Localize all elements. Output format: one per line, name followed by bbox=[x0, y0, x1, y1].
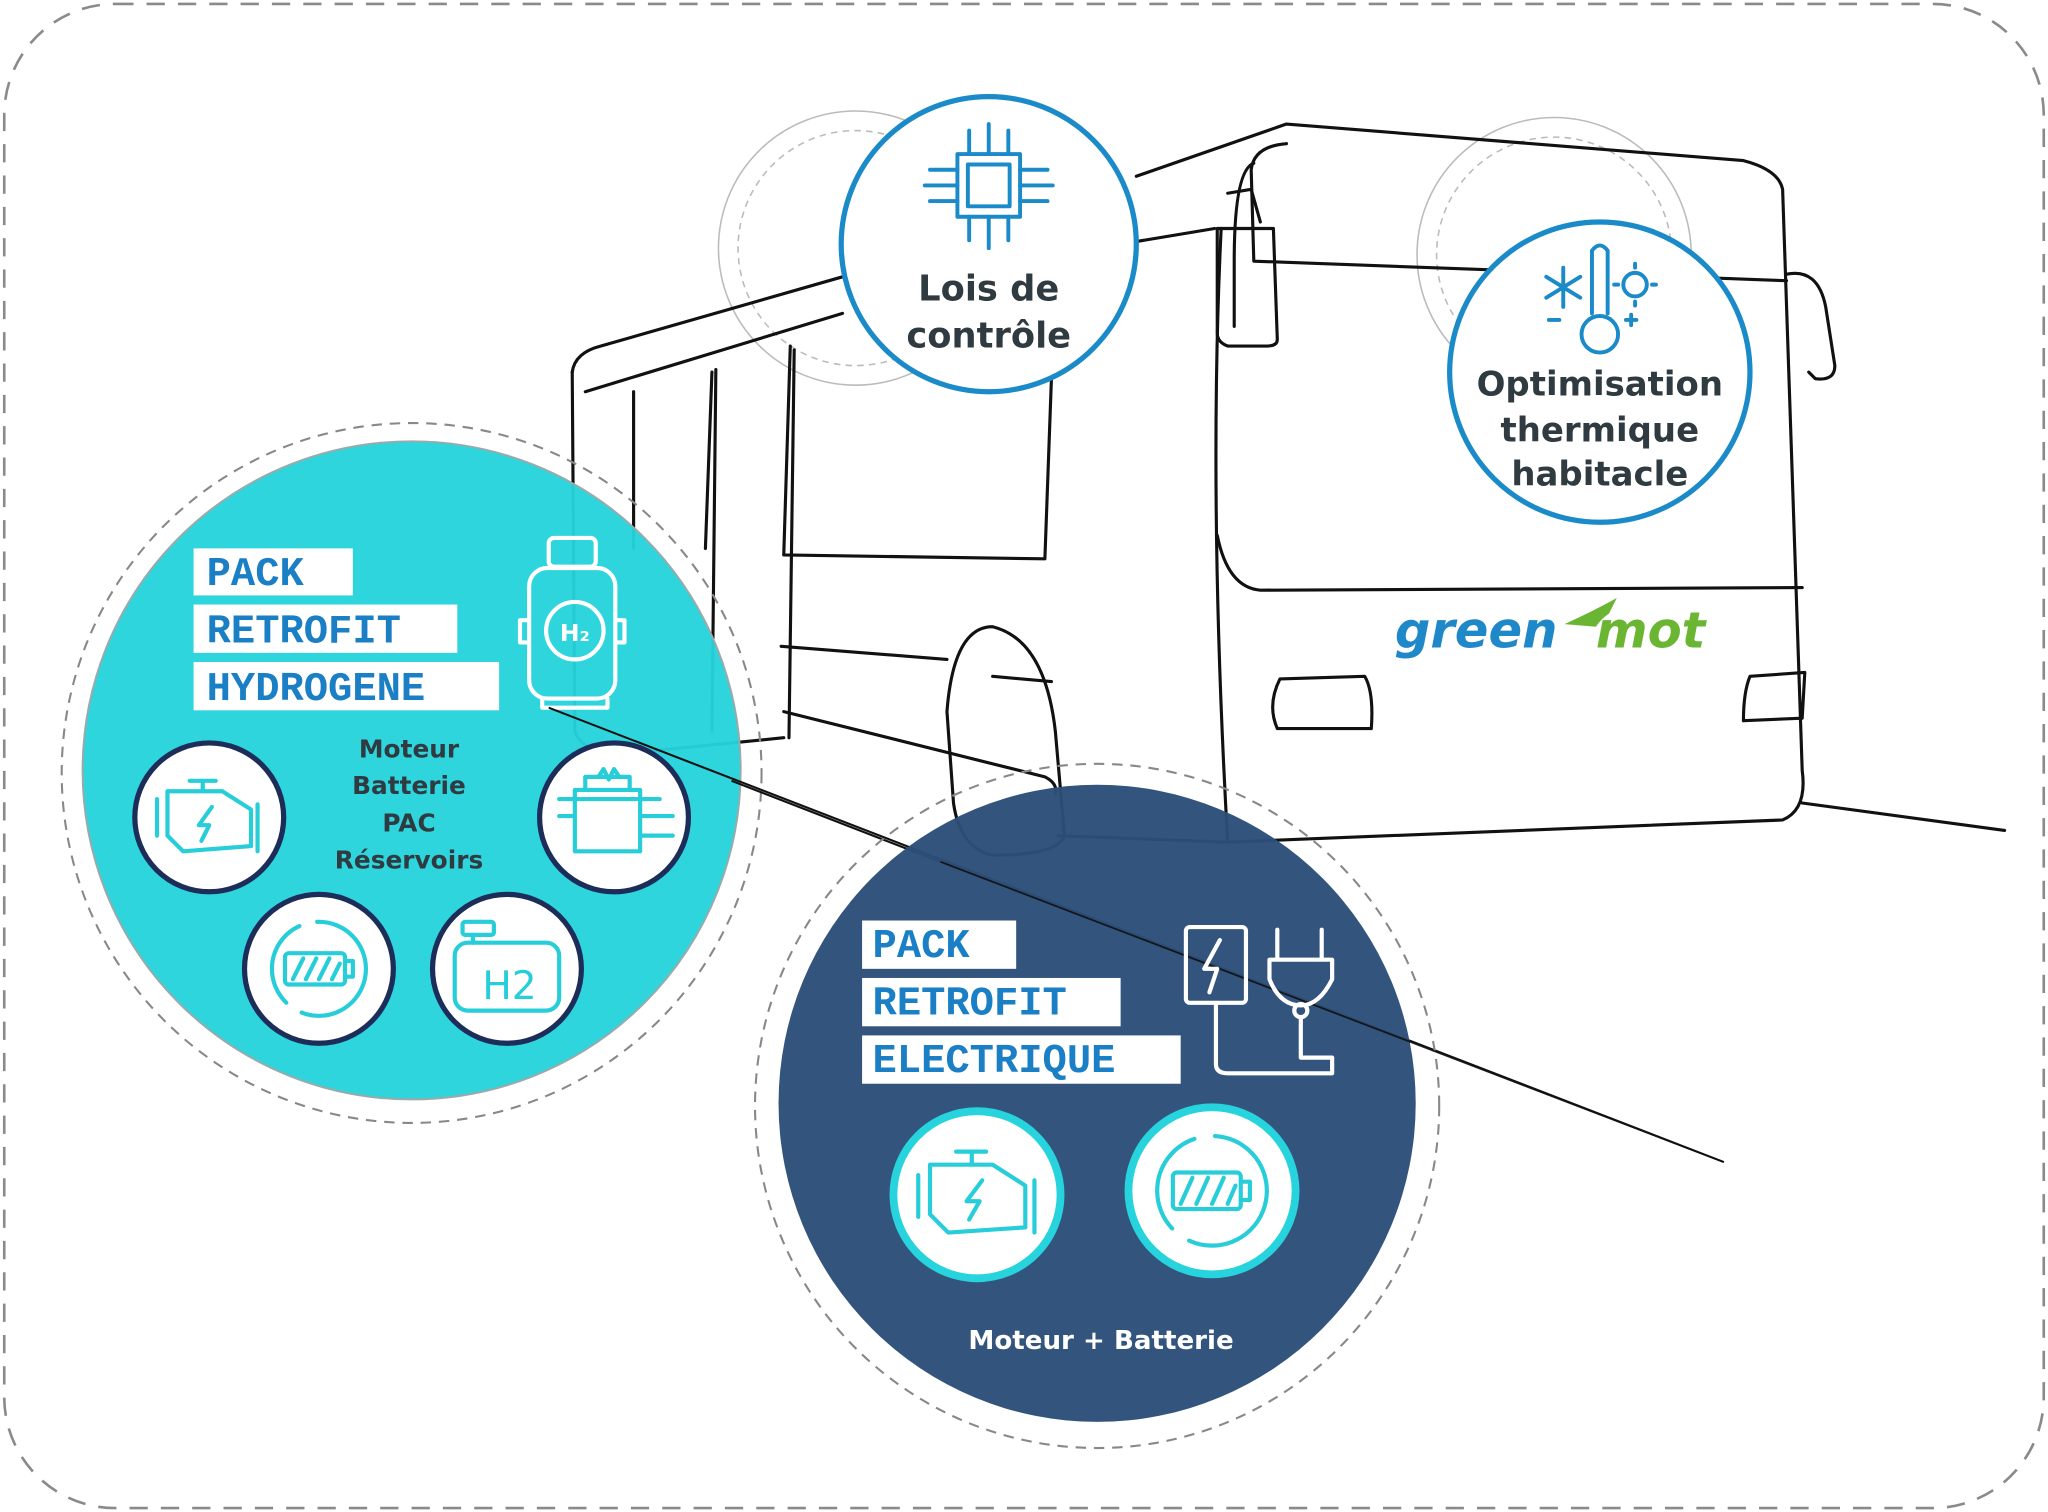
thermal-line-3: habitacle bbox=[1511, 455, 1688, 495]
charger-plug-icon bbox=[1183, 924, 1335, 1076]
title-line-pack: PACK bbox=[873, 924, 971, 970]
hydrogen-tank-icon: H₂ bbox=[517, 535, 627, 710]
title-line-retrofit: RETROFIT bbox=[873, 982, 1067, 1028]
battery-icon bbox=[241, 891, 396, 1046]
title-line-pack: PACK bbox=[207, 552, 305, 598]
thermal-optimisation-badge: Optimisation thermique habitacle bbox=[1447, 219, 1753, 525]
svg-text:H₂: H₂ bbox=[560, 619, 590, 647]
component-pac: PAC bbox=[382, 809, 435, 838]
leader-line bbox=[731, 779, 941, 863]
title-line-hydrogene: HYDROGENE bbox=[207, 667, 426, 713]
engine-icon bbox=[132, 740, 287, 895]
thermal-line-2: thermique bbox=[1501, 410, 1700, 450]
components-list: Moteur Batterie PAC Réservoirs bbox=[335, 734, 483, 874]
fuel-cell-icon bbox=[536, 740, 692, 895]
microchip-icon bbox=[922, 122, 1055, 251]
thermal-line-1: Optimisation bbox=[1477, 365, 1723, 405]
battery-icon bbox=[1124, 1103, 1300, 1279]
control-line-1: Lois de bbox=[918, 268, 1059, 309]
control-line-2: contrôle bbox=[906, 315, 1071, 356]
component-batterie: Batterie bbox=[352, 771, 466, 800]
engine-icon bbox=[889, 1107, 1065, 1283]
electric-pack-caption: Moteur + Batterie bbox=[968, 1326, 1233, 1356]
electric-pack: PACK RETROFIT ELECTRIQUE Moteur + Batter… bbox=[753, 762, 1725, 1450]
bus-outline bbox=[570, 122, 2007, 857]
hydrogen-pack-title: PACK RETROFIT HYDROGENE bbox=[193, 548, 500, 713]
title-line-electrique: ELECTRIQUE bbox=[873, 1039, 1116, 1085]
greenmot-logo: green mot bbox=[1395, 598, 1708, 660]
thermometer-icon bbox=[1544, 243, 1658, 355]
logo-green: green bbox=[1395, 602, 1558, 660]
title-line-retrofit: RETROFIT bbox=[207, 609, 401, 655]
logo-mot: mot bbox=[1596, 602, 1708, 660]
electric-pack-title: PACK RETROFIT ELECTRIQUE bbox=[862, 920, 1181, 1085]
component-moteur: Moteur bbox=[359, 734, 460, 763]
control-laws-badge: Lois de contrôle bbox=[838, 94, 1139, 395]
hydrogen-pack: PACK RETROFIT HYDROGENE H₂ Moteur Batter… bbox=[60, 422, 763, 1124]
component-reservoirs: Réservoirs bbox=[335, 845, 483, 874]
logo-swoosh bbox=[1564, 598, 1617, 627]
h2-label: H2 bbox=[482, 964, 536, 1009]
h2-tank-icon: H2 bbox=[429, 891, 584, 1046]
